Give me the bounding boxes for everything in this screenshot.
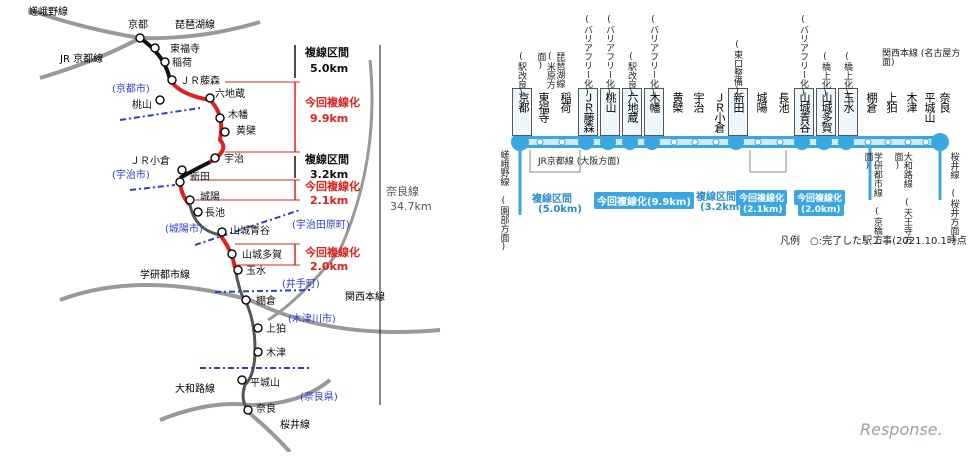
svg-text:山城多賀: 山城多賀 [242, 248, 282, 261]
svg-text:東福寺: 東福寺 [170, 42, 200, 55]
seg5-title: 今回複線化 [794, 190, 846, 205]
segment-double-1 [138, 36, 172, 81]
svg-text:ＪＲ藤森: ＪＲ藤森 [180, 74, 220, 87]
note-fujinomori: (バリアフリー化) [582, 15, 592, 98]
svg-text:宇治: 宇治 [224, 152, 244, 165]
seg4-len: (2.1km) [740, 204, 786, 216]
segment-double-2 [178, 160, 211, 180]
conn-sakurai: 桜井線 (桜井方面) [948, 152, 959, 245]
svg-text:木津: 木津 [266, 347, 286, 359]
boundary-joyo [194, 209, 301, 246]
svg-text:奈良: 奈良 [256, 402, 276, 415]
label-yamato: 大和路線 [175, 382, 215, 395]
svg-text:5.0km: 5.0km [310, 62, 348, 75]
seg5-len: (2.0km) [798, 204, 844, 216]
yamato-sakurai-line [159, 378, 332, 422]
conn-kansai: 関西本線 (名古屋方面) [882, 49, 961, 69]
segment-single-1 [188, 204, 221, 237]
kansai-line [267, 59, 374, 322]
note-rokujizo: (駅改良) [626, 52, 636, 99]
label-biwako: 琵琶湖線 [175, 18, 215, 31]
svg-text:稲荷: 稲荷 [172, 57, 192, 69]
boundary-uji [129, 184, 176, 191]
svg-text:(奈良県): (奈良県) [300, 390, 338, 403]
map-station-labels: 京都 東福寺 稲荷 ＪＲ藤森 六地蔵 桃山 木幡 黄檗 宇治 ＪＲ小倉 新田 城… [128, 18, 286, 415]
diag-bracket-3 [749, 150, 787, 173]
line-diagram-svg [511, 133, 949, 215]
svg-text:桃山: 桃山 [132, 98, 152, 111]
note-kohata: (バリアフリー化) [648, 15, 658, 98]
svg-text:3.2km: 3.2km [310, 168, 348, 181]
route-map-svg: 嵯峨野線 琵琶湖線 JR 京都線 学研都市線 関西本線 大和路線 桜井線 奈良線… [28, 5, 441, 454]
svg-text:木幡: 木幡 [228, 108, 248, 121]
conn-jr-kyoto: JR京都線 (大阪方面) [538, 157, 620, 167]
svg-text:新田: 新田 [190, 170, 210, 183]
jr-kyoto-line [39, 36, 141, 80]
svg-text:六地蔵: 六地蔵 [215, 87, 245, 100]
svg-text:(宇治田原町): (宇治田原町) [292, 218, 350, 231]
svg-text:城陽: 城陽 [200, 191, 220, 203]
svg-text:上狛: 上狛 [266, 323, 286, 335]
svg-text:ＪＲ小倉: ＪＲ小倉 [130, 154, 170, 167]
seg1-len: (5.0km) [538, 204, 582, 215]
map-city-labels: (京都市) (宇治市) (城陽市) (宇治田原町) (井手町) (木津川市) (… [112, 82, 350, 403]
svg-text:(井手町): (井手町) [282, 277, 320, 290]
svg-text:棚倉: 棚倉 [256, 294, 276, 307]
svg-text:(城陽市): (城陽市) [165, 222, 203, 235]
label-nara-line-len: 34.7km [390, 200, 432, 213]
line-diagram: 京都 東福寺 稲荷 ＪＲ藤森 桃山 六地蔵 木幡 黄檗 宇治 ＪＲ小倉 新田 城… [490, 0, 968, 452]
note-taga: (橋上化) [820, 52, 830, 99]
seg4-title: 今回複線化 [736, 190, 788, 205]
svg-text:(宇治市): (宇治市) [112, 168, 150, 181]
svg-text:玉水: 玉水 [246, 265, 266, 277]
conn-saga: 嵯峨野線 (園部方面) [498, 150, 509, 252]
svg-text:黄檗: 黄檗 [236, 124, 256, 137]
map-station-dots [135, 33, 263, 415]
label-sakurai: 桜井線 [280, 418, 310, 431]
conn-biwako: 琵琶湖線 (米原方面) [535, 52, 565, 89]
svg-text:複線区間: 複線区間 [304, 152, 349, 166]
label-nara-line: 奈良線 [386, 184, 419, 198]
seg2-title: 今回複線化(9.9km) [594, 192, 694, 209]
svg-text:平城山: 平城山 [250, 377, 280, 389]
svg-text:複線区間: 複線区間 [304, 45, 349, 59]
sakurai-tail [246, 410, 292, 454]
label-kansai: 関西本線 [345, 290, 385, 303]
diag-bracket-1 [529, 150, 581, 173]
seg1-title: 複線区間 [532, 194, 572, 205]
svg-text:9.9km: 9.9km [310, 112, 348, 125]
route-map: 嵯峨野線 琵琶湖線 JR 京都線 学研都市線 関西本線 大和路線 桜井線 奈良線… [0, 0, 470, 454]
note-momoyama: (バリアフリー化) [604, 15, 614, 98]
note-aodani: (バリアフリー化) [798, 15, 808, 98]
seg3-len: (3.2km) [700, 202, 744, 213]
diagram-station-dots [511, 133, 949, 151]
label-jr-kyoto: JR 京都線 [59, 52, 103, 65]
boundary-ide [214, 289, 311, 293]
conn-gakken: 学研都市線 (京橋方面) [862, 152, 882, 244]
seg3-title: 複線区間 [696, 192, 736, 203]
svg-text:2.1km: 2.1km [310, 194, 348, 207]
legend: 凡例 ○:完了した駅工事(2021.10.1時点) [780, 236, 968, 247]
svg-text:2.0km: 2.0km [310, 260, 348, 273]
svg-text:今回複線化: 今回複線化 [304, 245, 360, 259]
note-shinden: (東口整備) [732, 40, 742, 96]
svg-text:今回複線化: 今回複線化 [304, 179, 360, 193]
svg-text:山城青谷: 山城青谷 [230, 224, 270, 237]
svg-text:(木津川市): (木津川市) [288, 312, 336, 325]
svg-text:京都: 京都 [128, 18, 148, 31]
svg-text:長池: 長池 [205, 206, 225, 219]
note-tamamizu: (橋上化) [842, 52, 852, 99]
brand-logo: Response. [860, 420, 943, 439]
note-kyoto: (駅改良) [516, 52, 526, 99]
svg-text:今回複線化: 今回複線化 [304, 95, 360, 109]
svg-text:(京都市): (京都市) [112, 82, 150, 95]
map-segment-labels: 複線区間 5.0km 今回複線化 9.9km 複線区間 3.2km 今回複線化 … [304, 45, 360, 273]
conn-yamato: 大和路線 (天王寺方面) [892, 152, 912, 244]
label-gakken: 学研都市線 [140, 268, 190, 281]
label-saga: 嵯峨野線 [28, 5, 68, 18]
